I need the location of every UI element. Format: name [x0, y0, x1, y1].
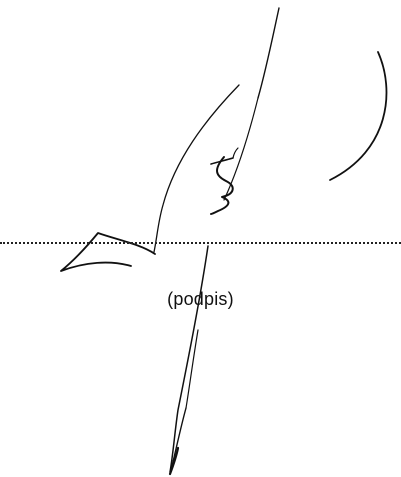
signature-line [0, 242, 401, 244]
signature-caption: (podpis) [167, 289, 234, 309]
